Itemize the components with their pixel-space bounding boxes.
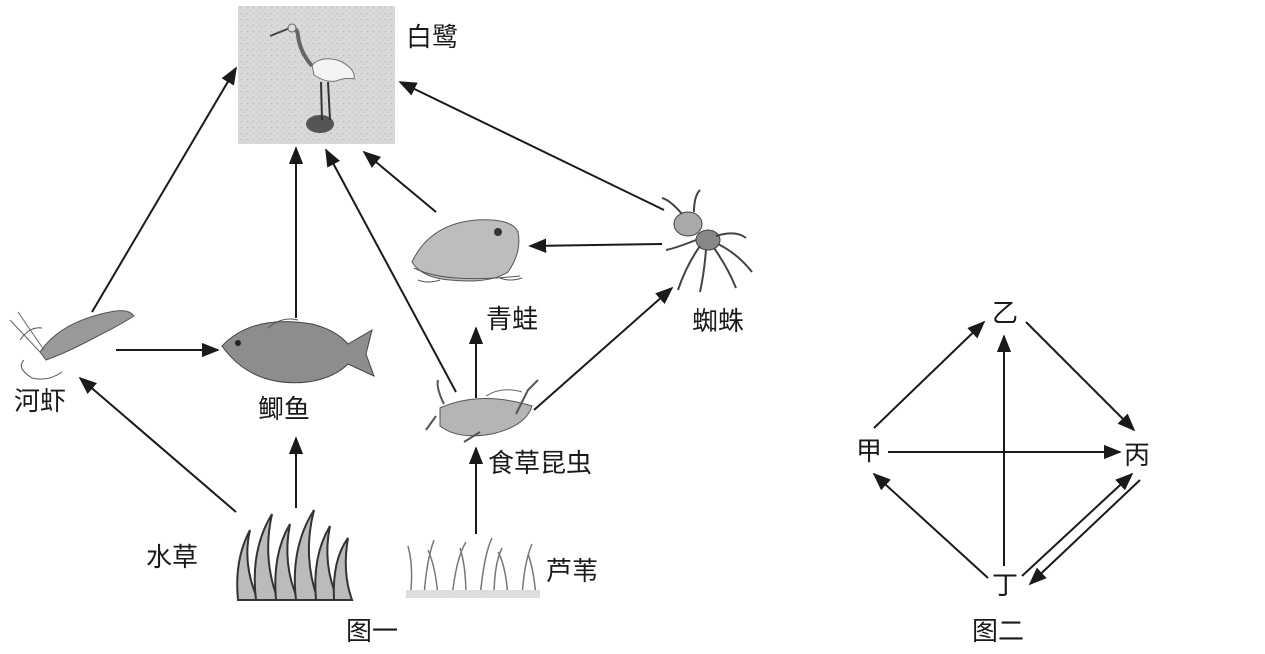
figure-one-caption: 图一 <box>346 617 398 647</box>
arrow-ding-to-bing <box>1021 472 1134 577</box>
egret-picture <box>238 6 395 144</box>
figure-two: 乙 甲 丙 丁 图二 <box>856 299 1150 647</box>
arrow-insect-to-spider <box>533 286 674 411</box>
shrimp-picture <box>9 310 135 380</box>
label-frog: 青蛙 <box>486 305 538 335</box>
label-spider: 蜘蛛 <box>692 307 744 337</box>
arrow-frog-to-egret <box>362 150 437 213</box>
arrow-spider-to-egret <box>398 81 665 211</box>
arrow-bing-to-ding <box>1028 479 1141 586</box>
arrow-yi-to-bing <box>1025 321 1136 432</box>
waterweed-picture <box>236 509 354 601</box>
node-jia: 甲 <box>856 437 882 467</box>
arrow-jia-to-yi <box>873 320 986 429</box>
arrow-insect-to-egret <box>325 148 457 393</box>
arrow-waterweed-to-shrimp <box>78 376 237 513</box>
label-waterweed: 水草 <box>146 543 198 573</box>
arrow-spider-to-frog <box>528 238 663 253</box>
carp-picture <box>221 318 375 384</box>
label-insect: 食草昆虫 <box>488 449 592 479</box>
node-yi: 乙 <box>992 299 1018 329</box>
node-bing: 丙 <box>1124 441 1150 471</box>
figure-one: 白鹭 河虾 鲫鱼 青蛙 蜘蛛 食草昆虫 水草 芦苇 图一 <box>9 6 753 647</box>
reed-picture <box>406 537 540 599</box>
frog-picture <box>411 219 523 283</box>
figure-two-caption: 图二 <box>972 617 1024 647</box>
food-web-arrows <box>78 66 674 534</box>
relationship-arrows <box>872 320 1141 586</box>
insect-picture <box>425 379 539 443</box>
arrow-shrimp-to-egret <box>91 66 237 313</box>
label-reed: 芦苇 <box>546 557 598 587</box>
arrow-ding-to-jia <box>872 472 989 579</box>
label-egret: 白鹭 <box>406 23 458 53</box>
spider-picture <box>661 189 753 293</box>
label-carp: 鲫鱼 <box>258 395 310 425</box>
label-shrimp: 河虾 <box>14 387 66 417</box>
node-ding: 丁 <box>992 571 1018 601</box>
